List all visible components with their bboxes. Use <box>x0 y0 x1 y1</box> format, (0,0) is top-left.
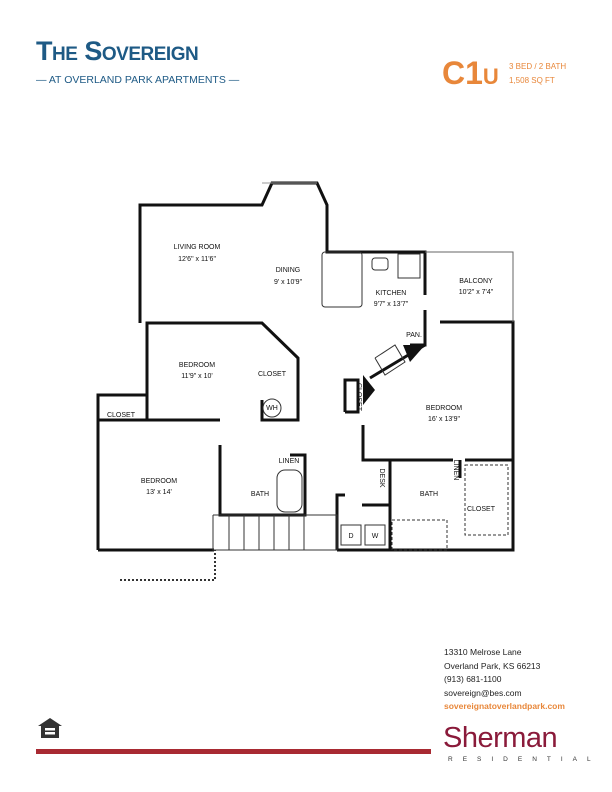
property-subtitle: — AT OVERLAND PARK APARTMENTS — <box>36 74 240 86</box>
beds-baths: 3 BED / 2 BATH <box>509 62 567 71</box>
bedroom-left-label: BEDROOM <box>141 478 177 485</box>
phone: (913) 681-1100 <box>444 674 502 684</box>
unit-code-main: C1 <box>442 55 483 91</box>
bedroom-master-label: BEDROOM <box>426 405 462 412</box>
fixtures <box>120 182 514 581</box>
bedroom-mid-label: BEDROOM <box>179 362 215 369</box>
bedroom-left-dims: 13' x 14' <box>146 489 172 496</box>
living-room-label: LIVING ROOM <box>174 244 221 251</box>
balcony-label: BALCONY <box>459 278 493 285</box>
balcony-dims: 10'2" x 7'4" <box>459 289 494 296</box>
kitchen-dims: 9'7" x 13'7" <box>374 301 409 308</box>
dryer-label: D <box>348 533 353 540</box>
desk-label: DESK <box>378 468 385 487</box>
dining-label: DINING <box>276 267 301 274</box>
washer-label: W <box>372 533 379 540</box>
bath-label: BATH <box>420 491 438 498</box>
pantry-label: PAN. <box>406 332 422 339</box>
water-heater-label: WH <box>266 405 278 412</box>
dining-dims: 9' x 10'9" <box>274 279 303 286</box>
website-link[interactable]: sovereignatoverlandpark.com <box>444 701 565 711</box>
unit-code-suffix: U <box>482 64 499 89</box>
closet-label: CLOSET <box>258 371 287 378</box>
bedroom-master-dims: 16' x 13'9" <box>428 416 461 423</box>
closet-label: CLOSET <box>107 412 136 419</box>
footer-bar <box>36 749 431 754</box>
bath-label: BATH <box>251 491 269 498</box>
contact-info: 13310 Melrose Lane Overland Park, KS 662… <box>444 646 565 714</box>
kitchen-label: KITCHEN <box>376 290 407 297</box>
brand-logo: Sherman <box>443 722 558 754</box>
wall-fill <box>403 345 425 362</box>
equal-housing-icon <box>38 718 62 738</box>
email[interactable]: sovereign@bes.com <box>444 687 522 698</box>
unit-code: C1U <box>442 55 499 92</box>
living-room-dims: 12'6" x 11'6" <box>178 256 216 263</box>
square-feet: 1,508 SQ FT <box>509 76 555 85</box>
street-address: 13310 Melrose Lane <box>444 647 522 657</box>
city-address: Overland Park, KS 66213 <box>444 660 541 671</box>
wall-fill <box>363 375 375 405</box>
linen-label: LINEN <box>452 460 459 481</box>
property-title: The Sovereign <box>36 36 199 66</box>
closet-label: CLOSET <box>467 506 496 513</box>
linen-label: LINEN <box>279 458 300 465</box>
bedroom-mid-dims: 11'9" x 10' <box>181 373 213 380</box>
closet-label: CLOSET <box>355 383 362 412</box>
brand-subtitle: RESIDENTIAL <box>448 756 601 763</box>
unit-specs: 3 BED / 2 BATH 1,508 SQ FT <box>509 60 566 88</box>
